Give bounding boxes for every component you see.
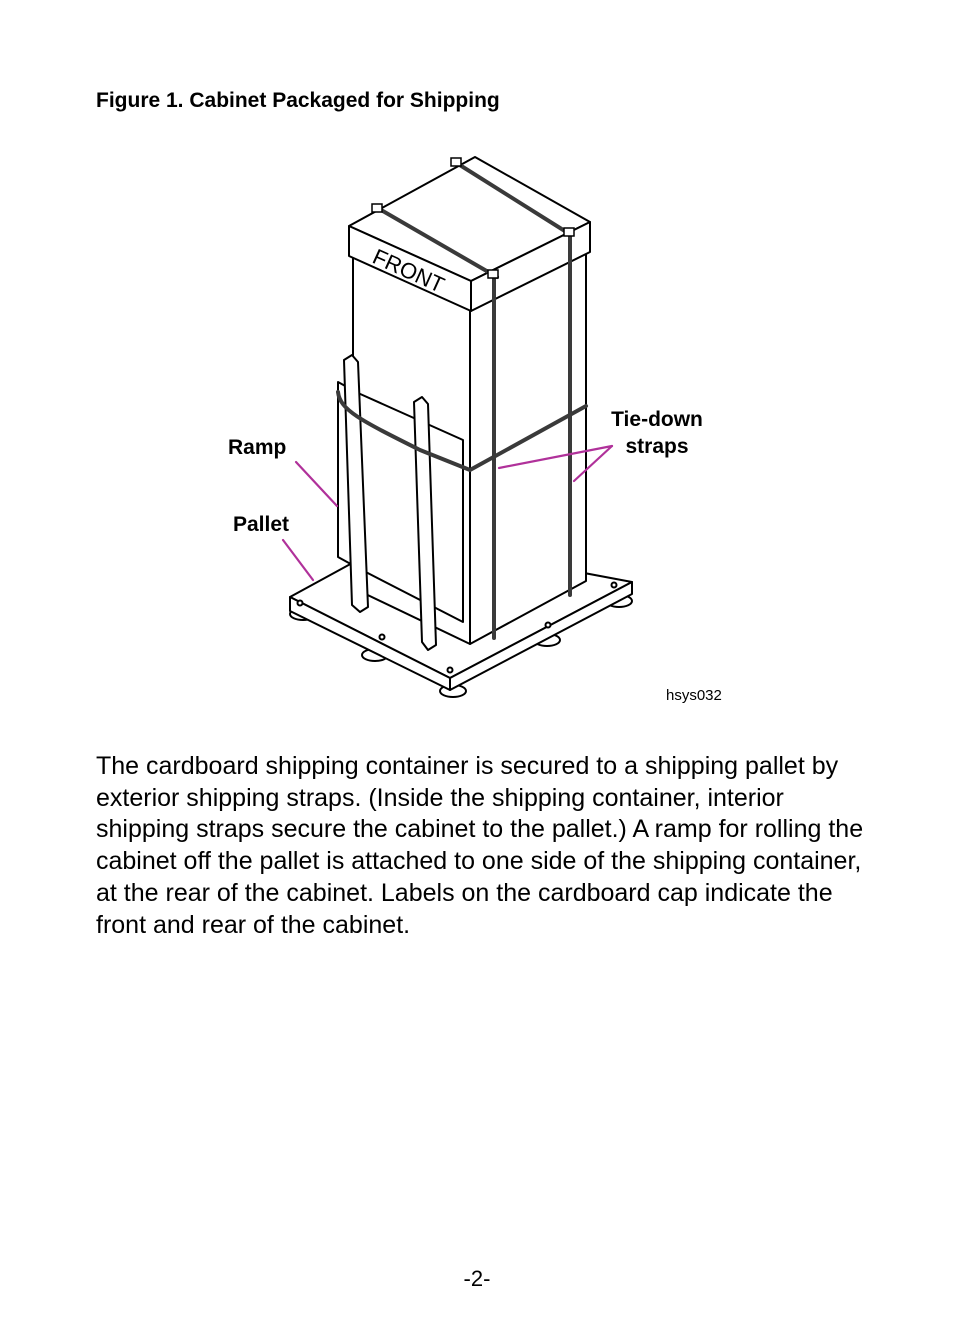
pallet-callout-label: Pallet [233,513,290,536]
callout-line-straps-a [497,444,614,470]
tie-down-straps-callout-label: Tie-down straps [603,406,711,460]
callout-line-straps-b [572,444,614,483]
ramp-callout-label: Ramp [228,436,287,459]
figure-caption: Figure 1. Cabinet Packaged for Shipping [96,89,500,112]
callout-line-pallet [281,538,315,582]
page-number: -2- [463,1266,491,1291]
cabinet-packaged-illustration: FRONT [281,156,633,698]
cap-right-face [470,221,591,312]
ramp-board [413,396,437,651]
strap-horizontal [336,390,588,472]
ramp-board [343,354,369,613]
strap-top-front [374,205,499,279]
image-code: hsys032 [666,687,722,704]
straps-label-line2: straps [625,435,689,458]
body-paragraph: The cardboard shipping container is secu… [96,752,864,939]
callout-line-ramp [294,460,339,508]
strap-top-right [453,160,570,235]
straps-label-line1: Tie-down [611,408,703,431]
pallet-side-edge [449,581,633,691]
